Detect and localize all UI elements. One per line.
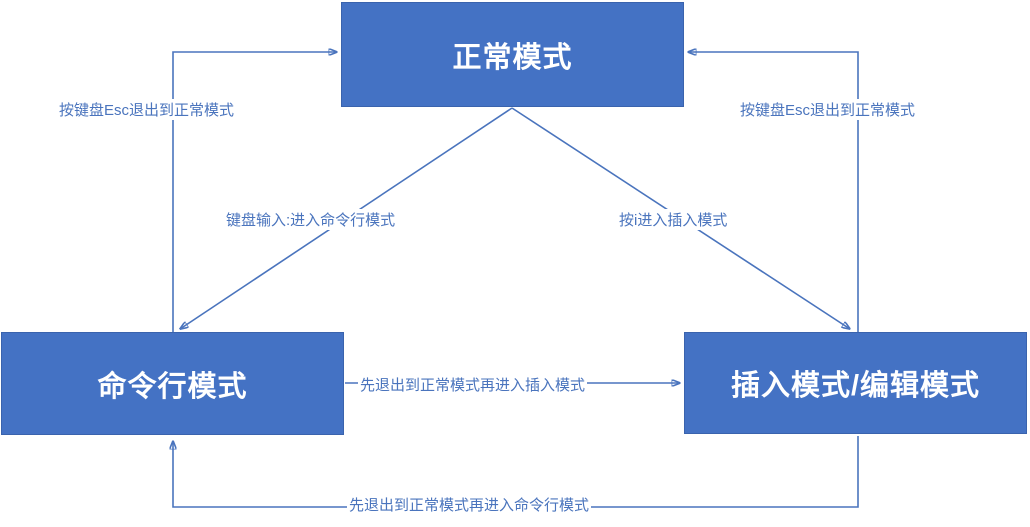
edge-label-insert-to-command: 先退出到正常模式再进入命令行模式 bbox=[347, 494, 592, 515]
node-normal-mode[interactable]: 正常模式 bbox=[341, 2, 684, 107]
edge-insert-to-normal bbox=[688, 52, 859, 340]
edge-label-command-to-normal: 按键盘Esc退出到正常模式 bbox=[57, 99, 237, 120]
node-insert-mode[interactable]: 插入模式/编辑模式 bbox=[684, 332, 1027, 434]
node-insert-mode-label: 插入模式/编辑模式 bbox=[730, 370, 981, 402]
node-command-mode-label: 命令行模式 bbox=[97, 370, 248, 403]
edge-label-insert-to-normal: 按键盘Esc退出到正常模式 bbox=[738, 99, 918, 120]
edge-label-normal-to-insert: 按i进入插入模式 bbox=[617, 209, 730, 230]
node-command-mode[interactable]: 命令行模式 bbox=[1, 332, 344, 435]
edge-label-command-to-insert: 先退出到正常模式再进入插入模式 bbox=[358, 374, 588, 395]
edge-command-to-normal bbox=[172, 52, 337, 340]
node-normal-mode-label: 正常模式 bbox=[452, 41, 573, 74]
edge-label-normal-to-command: 键盘输入:进入命令行模式 bbox=[224, 209, 398, 230]
